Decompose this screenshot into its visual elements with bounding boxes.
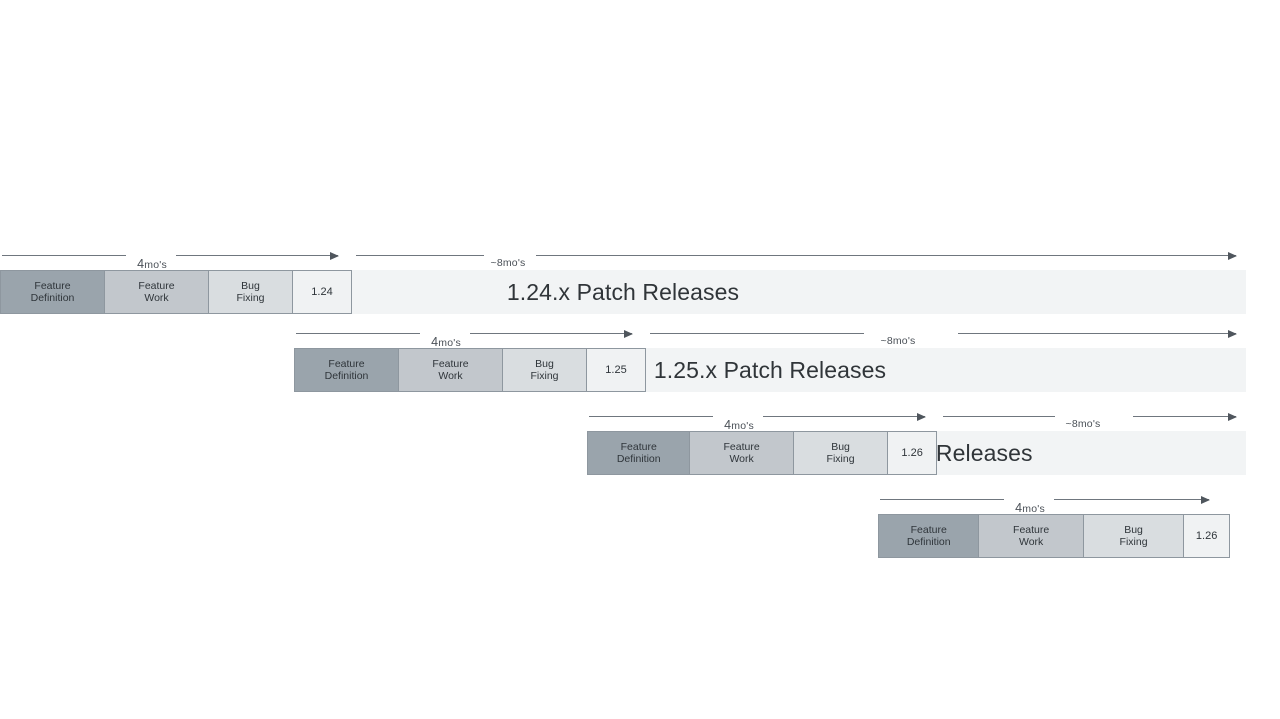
timeline-row-125: 4mo's ~8mo's 1.25.x Patch Releases Featu… [294, 326, 1246, 392]
version-box-127[interactable]: 1.26 [1184, 515, 1229, 557]
phase-line2: Definition [324, 370, 369, 382]
phase-line2: Definition [30, 292, 75, 304]
dev-arrow-label-number-124: 4 [137, 257, 145, 271]
dev-arrow-125 [470, 329, 633, 338]
phase-line2: Work [438, 370, 463, 382]
patch-arrow-left-segment-126 [943, 416, 1055, 417]
dev-arrow-label-number-125: 4 [431, 335, 439, 349]
dev-arrow-label-126: 4mo's [724, 418, 754, 432]
phase-line2: Fixing [826, 453, 855, 465]
timeline-row-126: 4mo's ~8mo's 1.26.x Patch Releases Featu… [587, 409, 1246, 475]
dev-arrow-label-unit-126: mo's [731, 420, 754, 432]
phase-line2: Fixing [530, 370, 559, 382]
dev-arrow-label-127: 4mo's [1015, 501, 1045, 515]
phase-feature-work-127[interactable]: Feature Work [979, 515, 1084, 557]
phase-bug-fixing-125[interactable]: Bug Fixing [503, 349, 587, 391]
phase-line1: Feature [620, 441, 657, 453]
phase-line2: Work [144, 292, 169, 304]
arrow-band-126: 4mo's ~8mo's [587, 409, 1246, 432]
dev-arrow-126 [763, 412, 926, 421]
dev-arrow-127 [1054, 495, 1210, 504]
patch-arrow-label-124: ~8mo's [490, 257, 526, 269]
version-box-126[interactable]: 1.26 [888, 432, 936, 474]
timeline-row-124: 4mo's ~8mo's 1.24.x Patch Releases Featu… [0, 248, 1246, 314]
dev-arrow-label-number-126: 4 [724, 418, 732, 432]
phase-feature-work-125[interactable]: Feature Work [399, 349, 503, 391]
arrow-band-127: 4mo's [878, 492, 1246, 515]
version-box-124[interactable]: 1.24 [293, 271, 351, 313]
dev-arrow-label-unit-127: mo's [1022, 503, 1045, 515]
phase-boxes-127: Feature Definition Feature Work Bug Fixi… [878, 514, 1230, 558]
phase-feature-work-126[interactable]: Feature Work [690, 432, 794, 474]
arrow-band-125: 4mo's ~8mo's [294, 326, 1246, 349]
phase-line1: Feature [138, 280, 175, 292]
phase-boxes-125: Feature Definition Feature Work Bug Fixi… [294, 348, 646, 392]
phase-feature-definition-126[interactable]: Feature Definition [588, 432, 691, 474]
dev-arrow-left-segment-124 [2, 255, 126, 256]
phase-line1: Bug [241, 280, 260, 292]
phase-bug-fixing-126[interactable]: Bug Fixing [793, 432, 889, 474]
phase-line1: Feature [910, 524, 947, 536]
dev-arrow-label-number-127: 4 [1015, 501, 1023, 515]
dev-arrow-left-segment-127 [880, 499, 1004, 500]
phase-feature-definition-124[interactable]: Feature Definition [1, 271, 105, 313]
phase-line1: Feature [34, 280, 71, 292]
patch-arrow-125 [958, 329, 1237, 338]
patch-releases-label-125: 1.25.x Patch Releases [653, 356, 887, 383]
timeline-row-127: 4mo's Feature Definition Feature Work Bu… [878, 492, 1246, 558]
phase-line1: Feature [1013, 524, 1050, 536]
phase-bug-fixing-124[interactable]: Bug Fixing [209, 271, 293, 313]
phase-boxes-124: Feature Definition Feature Work Bug Fixi… [0, 270, 352, 314]
version-label: 1.26 [901, 447, 923, 459]
dev-arrow-label-unit-124: mo's [144, 259, 167, 271]
phase-line1: Feature [723, 441, 760, 453]
dev-arrow-left-segment-125 [296, 333, 420, 334]
patch-arrow-124 [536, 251, 1237, 260]
dev-arrow-label-125: 4mo's [431, 335, 461, 349]
patch-arrow-left-segment-124 [356, 255, 484, 256]
dev-arrow-left-segment-126 [589, 416, 713, 417]
phase-line2: Definition [616, 453, 661, 465]
phase-line2: Fixing [236, 292, 265, 304]
dev-arrow-label-124: 4mo's [137, 257, 167, 271]
version-label: 1.25 [605, 364, 627, 376]
phase-line2: Work [1018, 536, 1044, 548]
phase-line1: Bug [1124, 524, 1143, 536]
arrow-band-124: 4mo's ~8mo's [0, 248, 1246, 271]
version-box-125[interactable]: 1.25 [587, 349, 645, 391]
phase-feature-definition-125[interactable]: Feature Definition [295, 349, 399, 391]
patch-arrow-label-125: ~8mo's [880, 335, 916, 347]
patch-arrow-label-126: ~8mo's [1065, 418, 1101, 430]
version-label: 1.26 [1195, 530, 1218, 542]
phase-line1: Bug [535, 358, 554, 370]
dev-arrow-label-unit-125: mo's [438, 337, 461, 349]
phase-line2: Fixing [1119, 536, 1148, 548]
phase-bug-fixing-127[interactable]: Bug Fixing [1083, 515, 1185, 557]
phase-boxes-126: Feature Definition Feature Work Bug Fixi… [587, 431, 937, 475]
phase-feature-work-124[interactable]: Feature Work [105, 271, 209, 313]
phase-line2: Definition [906, 536, 951, 548]
phase-feature-definition-127[interactable]: Feature Definition [879, 515, 980, 557]
patch-arrow-left-segment-125 [650, 333, 864, 334]
phase-line1: Bug [831, 441, 850, 453]
patch-arrow-126 [1133, 412, 1237, 421]
phase-line1: Feature [432, 358, 469, 370]
phase-line1: Feature [328, 358, 365, 370]
dev-arrow-124 [176, 251, 339, 260]
phase-line2: Work [729, 453, 754, 465]
version-label: 1.24 [311, 286, 333, 298]
patch-releases-label-124: 1.24.x Patch Releases [506, 278, 740, 305]
